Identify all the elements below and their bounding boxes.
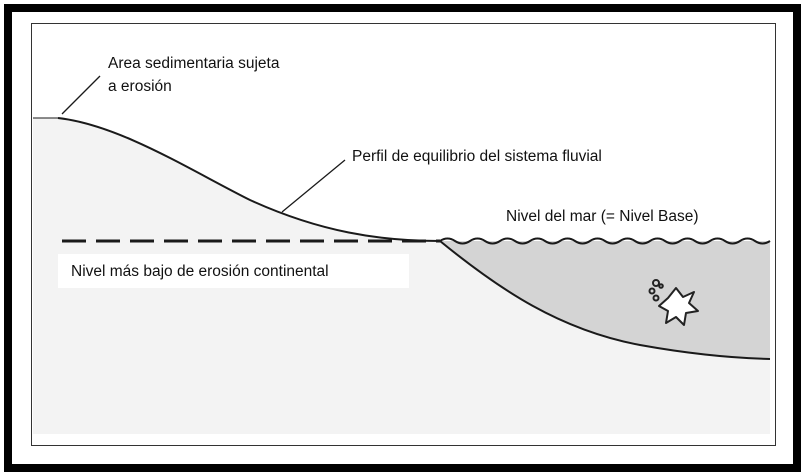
- label-nivel-bajo: Nivel más bajo de erosión continental: [71, 263, 329, 280]
- leader-line-perfil: [281, 159, 346, 213]
- fish-bubbles-icon: [648, 279, 699, 326]
- diagram-border: [31, 23, 776, 446]
- sea-level-wave: [439, 237, 771, 245]
- label-box-nivel-bajo: [58, 254, 409, 288]
- label-perfil: Perfil de equilibrio del sistema fluvial: [352, 148, 602, 165]
- label-area-line1: Area sedimentaria sujeta: [108, 55, 280, 72]
- leader-line-area: [61, 75, 101, 115]
- sea-area: [440, 241, 770, 359]
- label-area-line2: a erosión: [108, 78, 172, 95]
- label-nivel-mar: Nivel del mar (= Nivel Base): [506, 208, 699, 225]
